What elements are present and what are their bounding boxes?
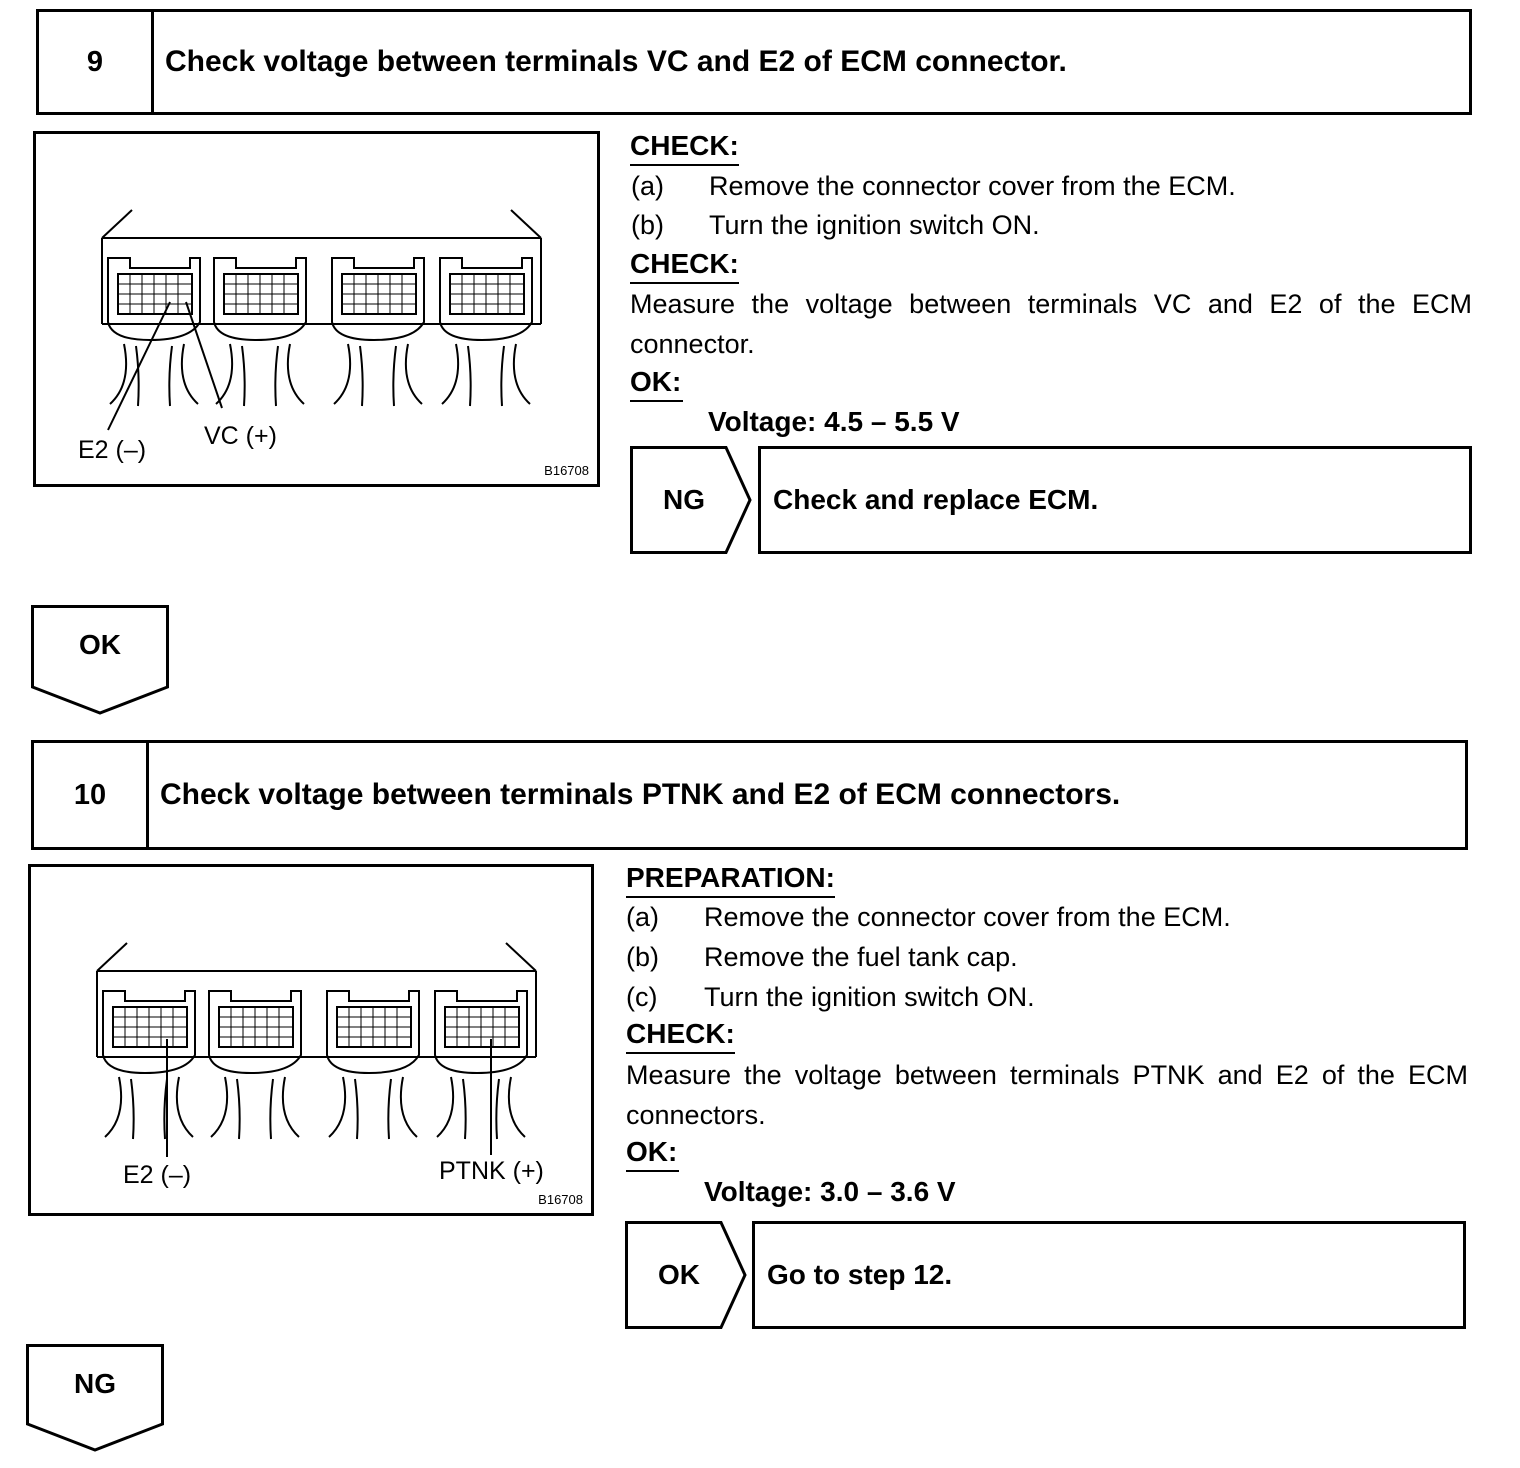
item-tag: (b): [631, 210, 664, 240]
step-9-ok-flow: OK: [31, 605, 169, 715]
figure-code: B16708: [544, 463, 589, 478]
step-9-check-text: Measure the voltage between terminals VC…: [630, 289, 1472, 359]
step-9-item-a: (a) Remove the connector cover from the E…: [631, 169, 1236, 203]
step-9-ng-tag: NG: [630, 446, 752, 554]
flow-label: OK: [79, 629, 121, 660]
item-text: Remove the fuel tank cap.: [704, 942, 1018, 972]
item-text: Remove the connector cover from the ECM.: [709, 171, 1236, 201]
step-9-connector-figure: E2 (–) VC (+) B16708: [33, 131, 600, 487]
item-text: Remove the connector cover from the ECM.: [704, 902, 1231, 932]
step-10-item-b: (b) Remove the fuel tank cap.: [626, 940, 1018, 974]
step-10-ng-flow: NG: [26, 1344, 164, 1452]
step-9-ng-result: Check and replace ECM.: [758, 446, 1472, 554]
figure-label-e2: E2 (–): [123, 1161, 192, 1189]
figure-label-ptnk: PTNK (+): [439, 1157, 544, 1185]
figure-label-e2: E2 (–): [78, 436, 147, 464]
step-10-number: 10: [34, 743, 149, 847]
step-9-number: 9: [39, 12, 154, 112]
item-text: Turn the ignition switch ON.: [704, 982, 1035, 1012]
step-10-preparation-heading: PREPARATION:: [626, 862, 835, 898]
step-10-check-text: Measure the voltage between terminals PT…: [626, 1060, 1468, 1130]
step-10-connector-figure: E2 (–) PTNK (+) B16708: [28, 864, 594, 1216]
step-10-check-heading: CHECK:: [626, 1018, 735, 1054]
step-9-title: Check voltage between terminals VC and E…: [165, 45, 1067, 78]
step-10-spec: Voltage: 3.0 – 3.6 V: [704, 1176, 956, 1207]
result-tag-label: NG: [663, 484, 705, 515]
ecm-connector-illustration: [96, 942, 537, 1157]
ecm-connector-illustration: [101, 209, 542, 431]
step-9-check-heading: CHECK:: [630, 130, 739, 166]
step-10-item-c: (c) Turn the ignition switch ON.: [626, 980, 1035, 1014]
item-tag: (b): [626, 942, 659, 972]
item-tag: (a): [631, 171, 664, 201]
item-tag: (c): [626, 982, 658, 1012]
figure-label-vc: VC (+): [204, 422, 277, 450]
step-10-ok-tag: OK: [625, 1221, 747, 1329]
step-10-ok-heading: OK:: [626, 1136, 680, 1172]
step-9-ok-heading: OK:: [630, 366, 684, 402]
figure-code: B16708: [538, 1192, 583, 1207]
result-tag-label: OK: [658, 1259, 700, 1290]
step-9-item-b: (b) Turn the ignition switch ON.: [631, 208, 1040, 242]
step-10-title: Check voltage between terminals PTNK and…: [160, 778, 1121, 811]
step-9-header: 9 Check voltage between terminals VC and…: [36, 9, 1472, 115]
flow-label: NG: [74, 1368, 116, 1399]
step-10-ok-result: Go to step 12.: [752, 1221, 1466, 1329]
step-10-header: 10 Check voltage between terminals PTNK …: [31, 740, 1468, 850]
step-9-spec: Voltage: 4.5 – 5.5 V: [708, 406, 960, 437]
item-text: Turn the ignition switch ON.: [709, 210, 1040, 240]
item-tag: (a): [626, 902, 659, 932]
step-10-item-a: (a) Remove the connector cover from the E…: [626, 900, 1231, 934]
step-9-check-heading-2: CHECK:: [630, 248, 739, 284]
